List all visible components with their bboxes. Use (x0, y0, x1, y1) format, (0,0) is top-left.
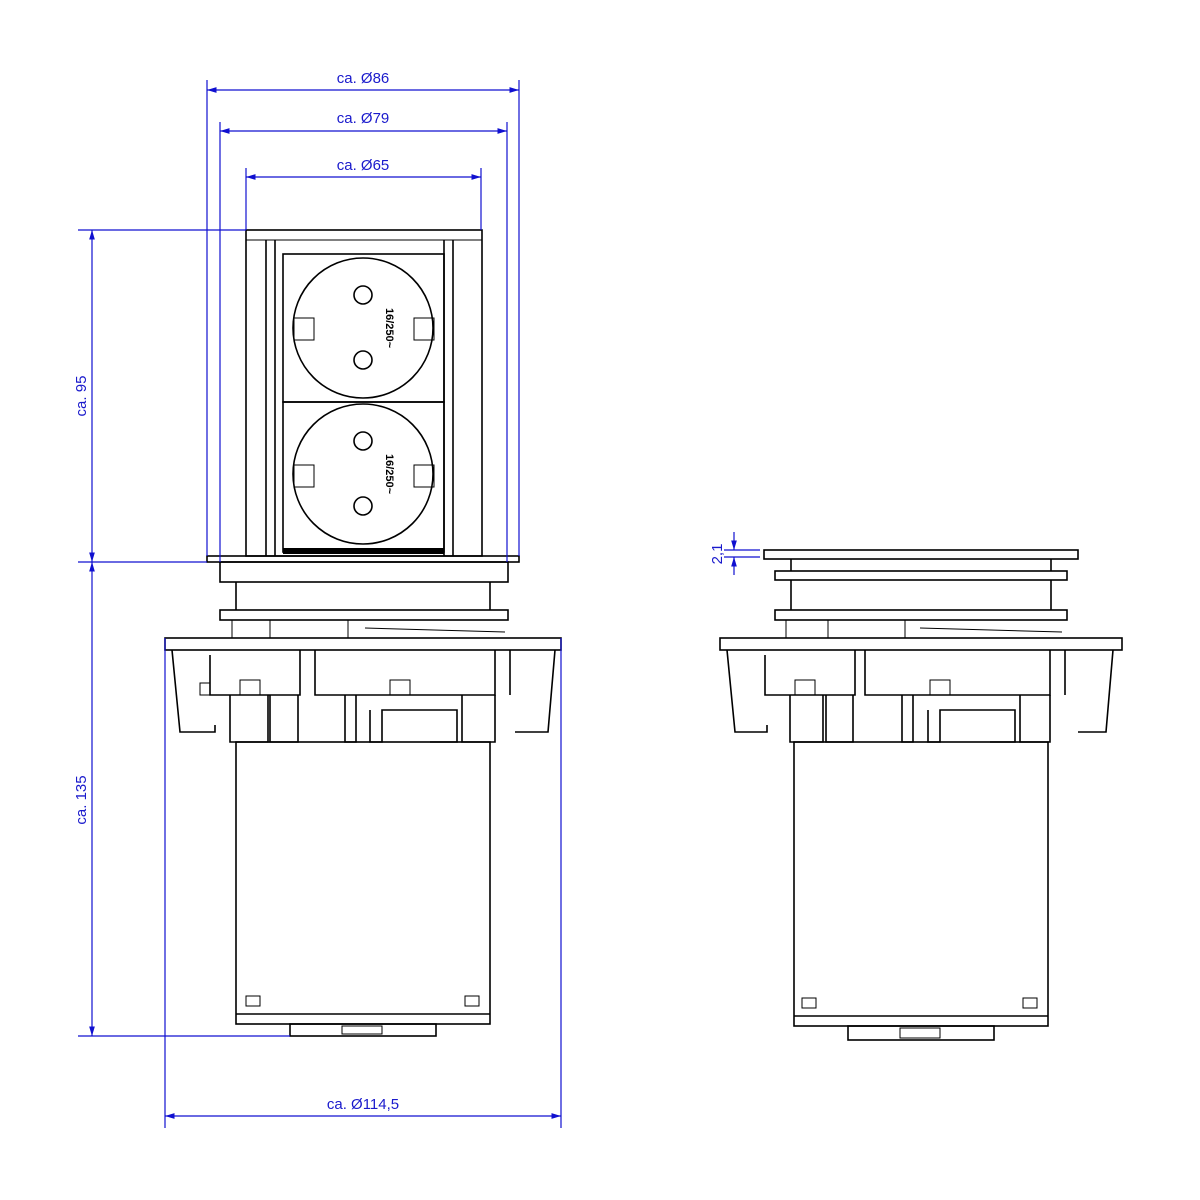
socket-face-top: 16/250~ (292, 257, 435, 399)
dim-lid-thickness: 2,1 (709, 544, 726, 565)
housing (235, 741, 491, 1025)
dimension-lines: ca. Ø86 ca. Ø79 ca. Ø65 ca. 95 ca. 135 c… (73, 70, 760, 1128)
dim-lower-height: ca. 135 (73, 775, 90, 824)
front-view: 16/250~ 16/250~ (164, 229, 562, 1037)
lid (763, 549, 1079, 560)
dim-middle-diameter: ca. Ø79 (337, 110, 390, 127)
tower-body (245, 229, 483, 557)
dim-outer-diameter: ca. Ø86 (337, 70, 390, 87)
socket-face-bottom: 16/250~ (292, 403, 435, 545)
socket-top (282, 253, 445, 403)
dim-flange-diameter: ca. Ø114,5 (327, 1096, 399, 1113)
housing (793, 741, 1049, 1027)
socket-rating-label: 16/250~ (383, 308, 395, 349)
socket-rating-label: 16/250~ (383, 454, 395, 495)
socket-bottom (282, 401, 445, 553)
side-view-retracted (719, 549, 1123, 1041)
dim-upper-height: ca. 95 (73, 376, 90, 417)
dim-inner-diameter: ca. Ø65 (337, 157, 390, 174)
